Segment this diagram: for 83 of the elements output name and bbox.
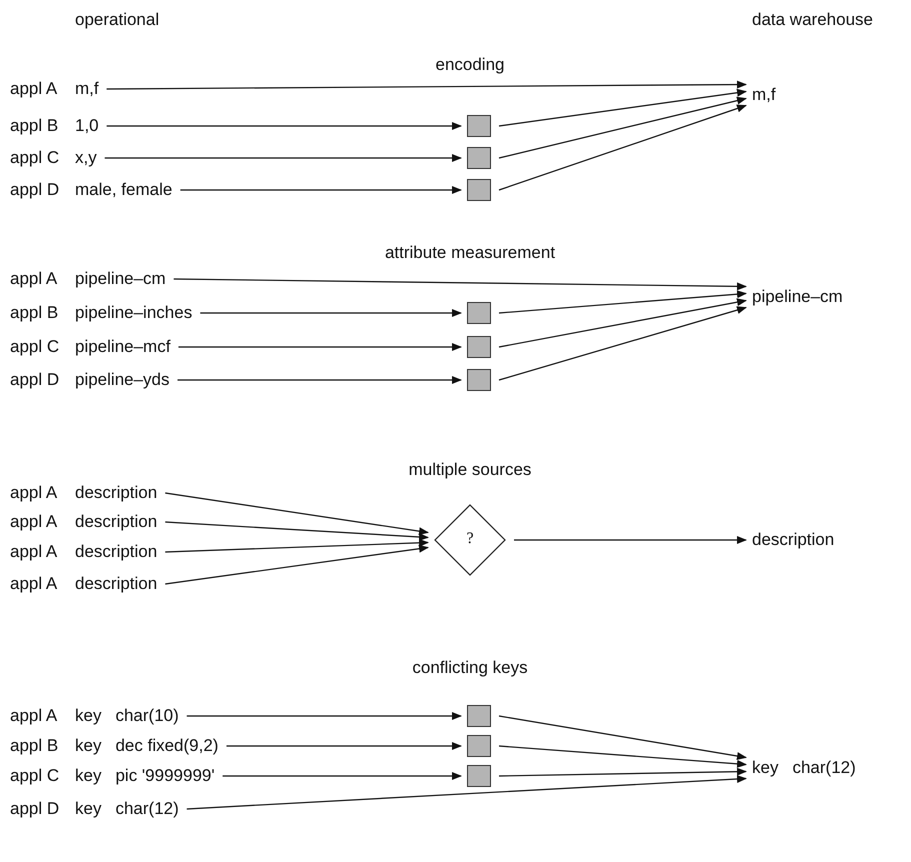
field-text: char(10): [115, 706, 179, 726]
field-text: description: [75, 512, 158, 532]
arrow: [106, 122, 462, 130]
source-label: appl A: [10, 574, 58, 594]
transform-box: [467, 302, 491, 324]
source-label: appl A: [10, 512, 58, 532]
section-heading: multiple sources: [408, 460, 532, 480]
field-text: key: [75, 706, 102, 726]
arrow: [222, 772, 462, 780]
field-text: description: [75, 542, 158, 562]
source-label: appl C: [10, 337, 60, 357]
arrow: [498, 290, 747, 314]
source-label: appl A: [10, 706, 58, 726]
transform-box: [467, 705, 491, 727]
field-text: key: [752, 758, 778, 778]
source-label: appl A: [10, 483, 58, 503]
arrow: [498, 745, 747, 768]
source-label: appl B: [10, 736, 58, 756]
column-heading: operational: [75, 10, 160, 30]
arrow: [498, 88, 747, 127]
transform-box: [467, 336, 491, 358]
arrow: [200, 309, 462, 317]
arrow: [178, 343, 462, 351]
arrow: [498, 715, 747, 760]
source-label: appl D: [10, 180, 60, 200]
field-text: m,f: [752, 85, 776, 105]
source-label: appl D: [10, 799, 60, 819]
source-label: appl C: [10, 148, 60, 168]
transform-box: [467, 115, 491, 137]
arrow: [498, 768, 747, 777]
arrow: [165, 538, 429, 553]
arrow: [174, 278, 747, 290]
field-text: description: [75, 483, 158, 503]
arrow: [180, 186, 462, 194]
transform-box: [467, 369, 491, 391]
field-text: pipeline–inches: [75, 303, 192, 323]
field-text: pipeline–mcf: [75, 337, 170, 357]
arrow: [498, 306, 747, 381]
arrow: [498, 96, 747, 159]
arrow: [165, 521, 429, 541]
arrow: [186, 775, 747, 810]
field-text: key: [75, 736, 102, 756]
field-text: key: [75, 799, 102, 819]
transform-box: [467, 735, 491, 757]
section-heading: conflicting keys: [412, 658, 528, 678]
field-text: char(12): [115, 799, 179, 819]
field-text: pipeline–cm: [752, 287, 843, 307]
section-heading: attribute measurement: [384, 243, 556, 263]
source-label: appl B: [10, 116, 58, 136]
arrow: [498, 298, 747, 348]
field-text: pipeline–yds: [75, 370, 170, 390]
arrow: [106, 80, 747, 90]
arrow: [186, 712, 462, 720]
field-text: x,y: [75, 148, 97, 168]
field-text: male, female: [75, 180, 172, 200]
arrow: [226, 742, 462, 750]
field-text: key: [75, 766, 102, 786]
source-label: appl A: [10, 542, 58, 562]
source-label: appl A: [10, 79, 58, 99]
arrow: [514, 536, 747, 544]
field-text: dec fixed(9,2): [115, 736, 218, 756]
field-text: m,f: [75, 79, 99, 99]
source-label: appl B: [10, 303, 58, 323]
transform-box: [467, 765, 491, 787]
field-text: pipeline–cm: [75, 269, 166, 289]
field-text: 1,0: [75, 116, 99, 136]
field-text: char(12): [792, 758, 856, 778]
arrow: [178, 376, 462, 384]
field-text: pic '9999999': [115, 766, 215, 786]
source-label: appl C: [10, 766, 60, 786]
source-label: appl D: [10, 370, 60, 390]
source-label: appl A: [10, 269, 58, 289]
transform-box: [467, 179, 491, 201]
arrow: [498, 104, 747, 191]
field-text: description: [752, 530, 834, 550]
transform-box: [467, 147, 491, 169]
column-heading: data warehouse: [752, 10, 873, 30]
decision-diamond: ?: [434, 504, 506, 576]
arrow: [165, 492, 429, 536]
arrow: [104, 154, 462, 162]
section-heading: encoding: [435, 55, 504, 75]
field-text: description: [75, 574, 158, 594]
arrow: [165, 544, 429, 585]
